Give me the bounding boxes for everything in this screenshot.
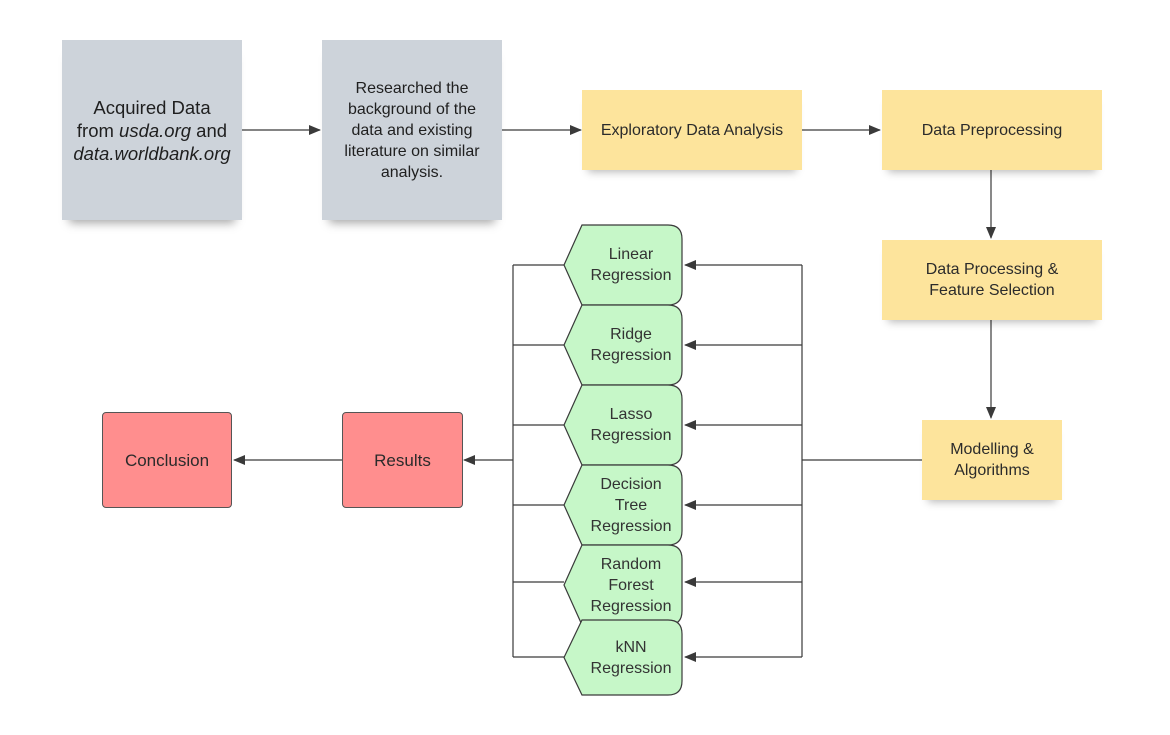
model-label-line: Lasso [609, 406, 653, 423]
model-label-line: kNN [615, 638, 647, 656]
conclusion-node: Conclusion [102, 412, 232, 508]
model-label-line: Forest [608, 576, 654, 594]
model-label-line: Regression [590, 347, 672, 364]
model-shapes [563, 224, 683, 696]
acquired-line1: Acquired Data [93, 96, 211, 118]
model-label-line: Regression [590, 517, 672, 535]
acquired-data-node: Acquired Data from usda.org and data.wor… [62, 40, 242, 220]
model-label: kNN Regression [572, 637, 690, 679]
results-node: Results [342, 412, 463, 508]
model-label-line: Regression [590, 427, 672, 444]
feature-selection-node: Data Processing & Feature Selection [882, 240, 1102, 320]
modelling-node: Modelling & Algorithms [922, 420, 1062, 500]
preprocessing-node: Data Preprocessing [882, 90, 1102, 170]
model-label-line: Regression [590, 659, 672, 677]
model-label-line: Ridge [610, 326, 652, 343]
acquired-line2: from usda.org and [76, 119, 228, 141]
model-label-line: Regression [590, 267, 672, 284]
model-label-line: Regression [590, 597, 672, 615]
model-label-line: Tree [614, 496, 648, 514]
model-shape-5 [563, 619, 683, 696]
eda-node: Exploratory Data Analysis [582, 90, 802, 170]
model-label-line: Decision [600, 475, 662, 493]
model-label-line: Linear [608, 246, 654, 263]
model-label-line: Random [600, 555, 662, 573]
model-links [513, 260, 802, 662]
acquired-line3: data.worldbank.org [73, 142, 231, 164]
researched-node: Researched the background of the data an… [322, 40, 502, 220]
